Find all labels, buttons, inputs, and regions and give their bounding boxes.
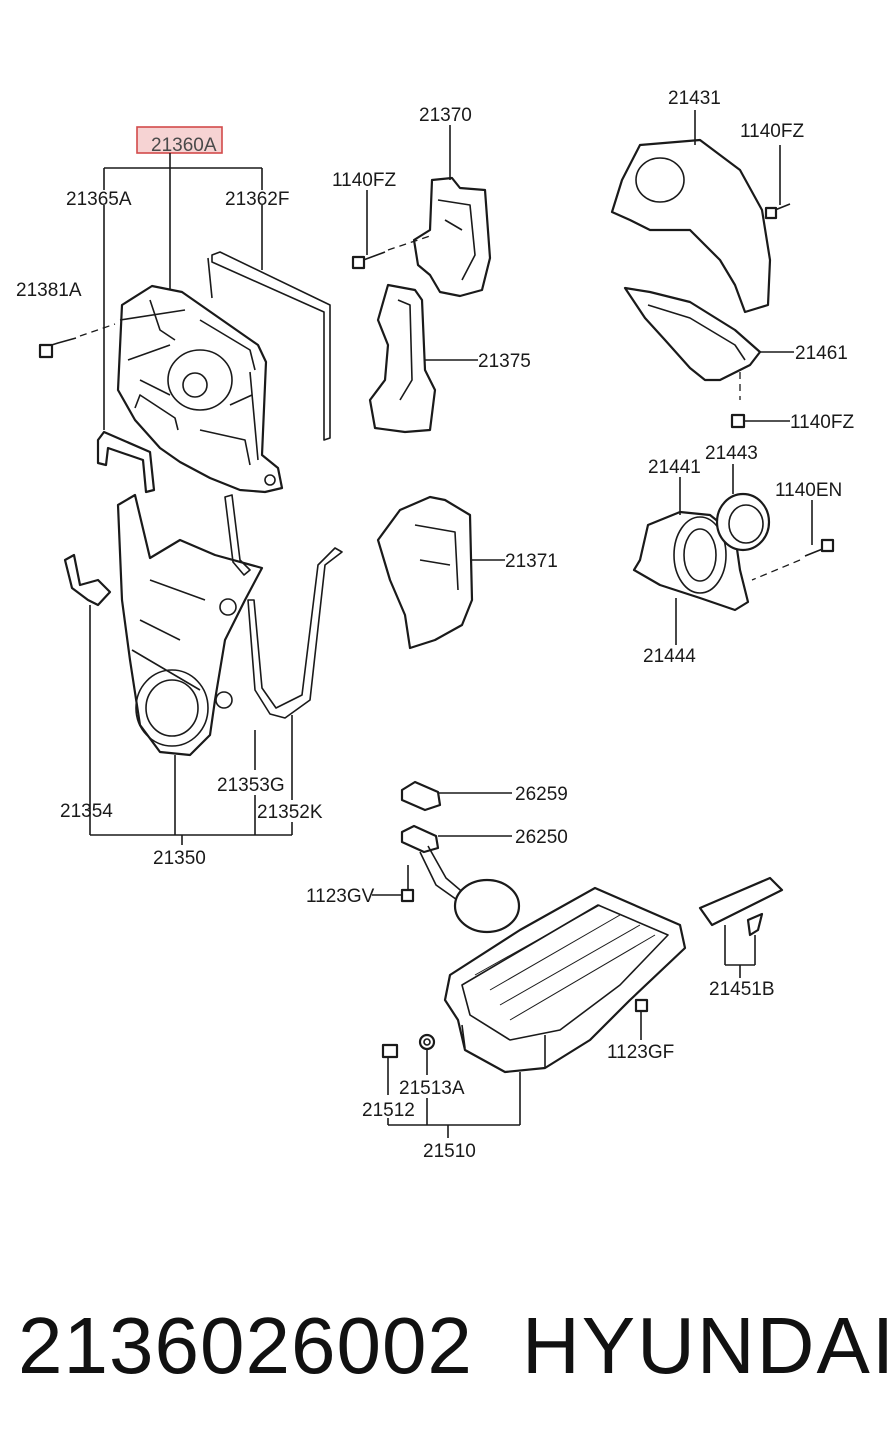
label-21451B[interactable]: 21451B xyxy=(709,979,775,1000)
label-21441[interactable]: 21441 xyxy=(648,457,701,478)
label-21431[interactable]: 21431 xyxy=(668,88,721,109)
label-21461[interactable]: 21461 xyxy=(795,343,848,364)
label-21512[interactable]: 21512 xyxy=(362,1100,415,1121)
label-21443[interactable]: 21443 xyxy=(705,443,758,464)
label-21354[interactable]: 21354 xyxy=(60,801,113,822)
label-21362F[interactable]: 21362F xyxy=(225,189,289,210)
label-21365A[interactable]: 21365A xyxy=(66,189,132,210)
label-21353G[interactable]: 21353G xyxy=(217,775,285,796)
label-21370[interactable]: 21370 xyxy=(419,105,472,126)
highlight-box-21360A[interactable] xyxy=(136,126,223,154)
label-21510[interactable]: 21510 xyxy=(423,1141,476,1162)
label-1123GV[interactable]: 1123GV xyxy=(306,886,375,907)
parts-diagram: 21360A 21365A 21362F 21381A 21370 1140FZ… xyxy=(16,88,854,1162)
label-21350[interactable]: 21350 xyxy=(153,848,206,869)
label-26259[interactable]: 26259 xyxy=(515,784,568,805)
label-21444[interactable]: 21444 xyxy=(643,646,696,667)
label-26250[interactable]: 26250 xyxy=(515,827,568,848)
brand-text: HYUNDAI xyxy=(522,1301,887,1390)
label-1140EN[interactable]: 1140EN xyxy=(775,480,842,501)
label-21371[interactable]: 21371 xyxy=(505,551,558,572)
label-21360A[interactable]: 21360A xyxy=(151,135,217,156)
label-1140FZ-right[interactable]: 1140FZ xyxy=(740,121,804,142)
part-number-text: 2136026002 xyxy=(18,1301,473,1390)
oil-pan-drawing xyxy=(372,780,784,1138)
footer: 2136026002 HYUNDAI xyxy=(0,1290,887,1400)
upper-timing-cover-drawing xyxy=(38,126,331,494)
label-21352K[interactable]: 21352K xyxy=(257,802,323,823)
brackets-drawing xyxy=(351,125,505,650)
label-21375[interactable]: 21375 xyxy=(478,351,531,372)
label-1123GF[interactable]: 1123GF xyxy=(607,1042,674,1063)
rear-plate-drawing xyxy=(610,110,835,645)
lower-timing-cover-drawing xyxy=(63,493,343,845)
label-21513A[interactable]: 21513A xyxy=(399,1078,465,1099)
label-1140FZ-upper[interactable]: 1140FZ xyxy=(332,170,396,191)
part-labels: 21360A 21365A 21362F 21381A 21370 1140FZ… xyxy=(16,88,854,1162)
label-1140FZ-lower[interactable]: 1140FZ xyxy=(790,412,854,433)
label-21381A[interactable]: 21381A xyxy=(16,280,82,301)
